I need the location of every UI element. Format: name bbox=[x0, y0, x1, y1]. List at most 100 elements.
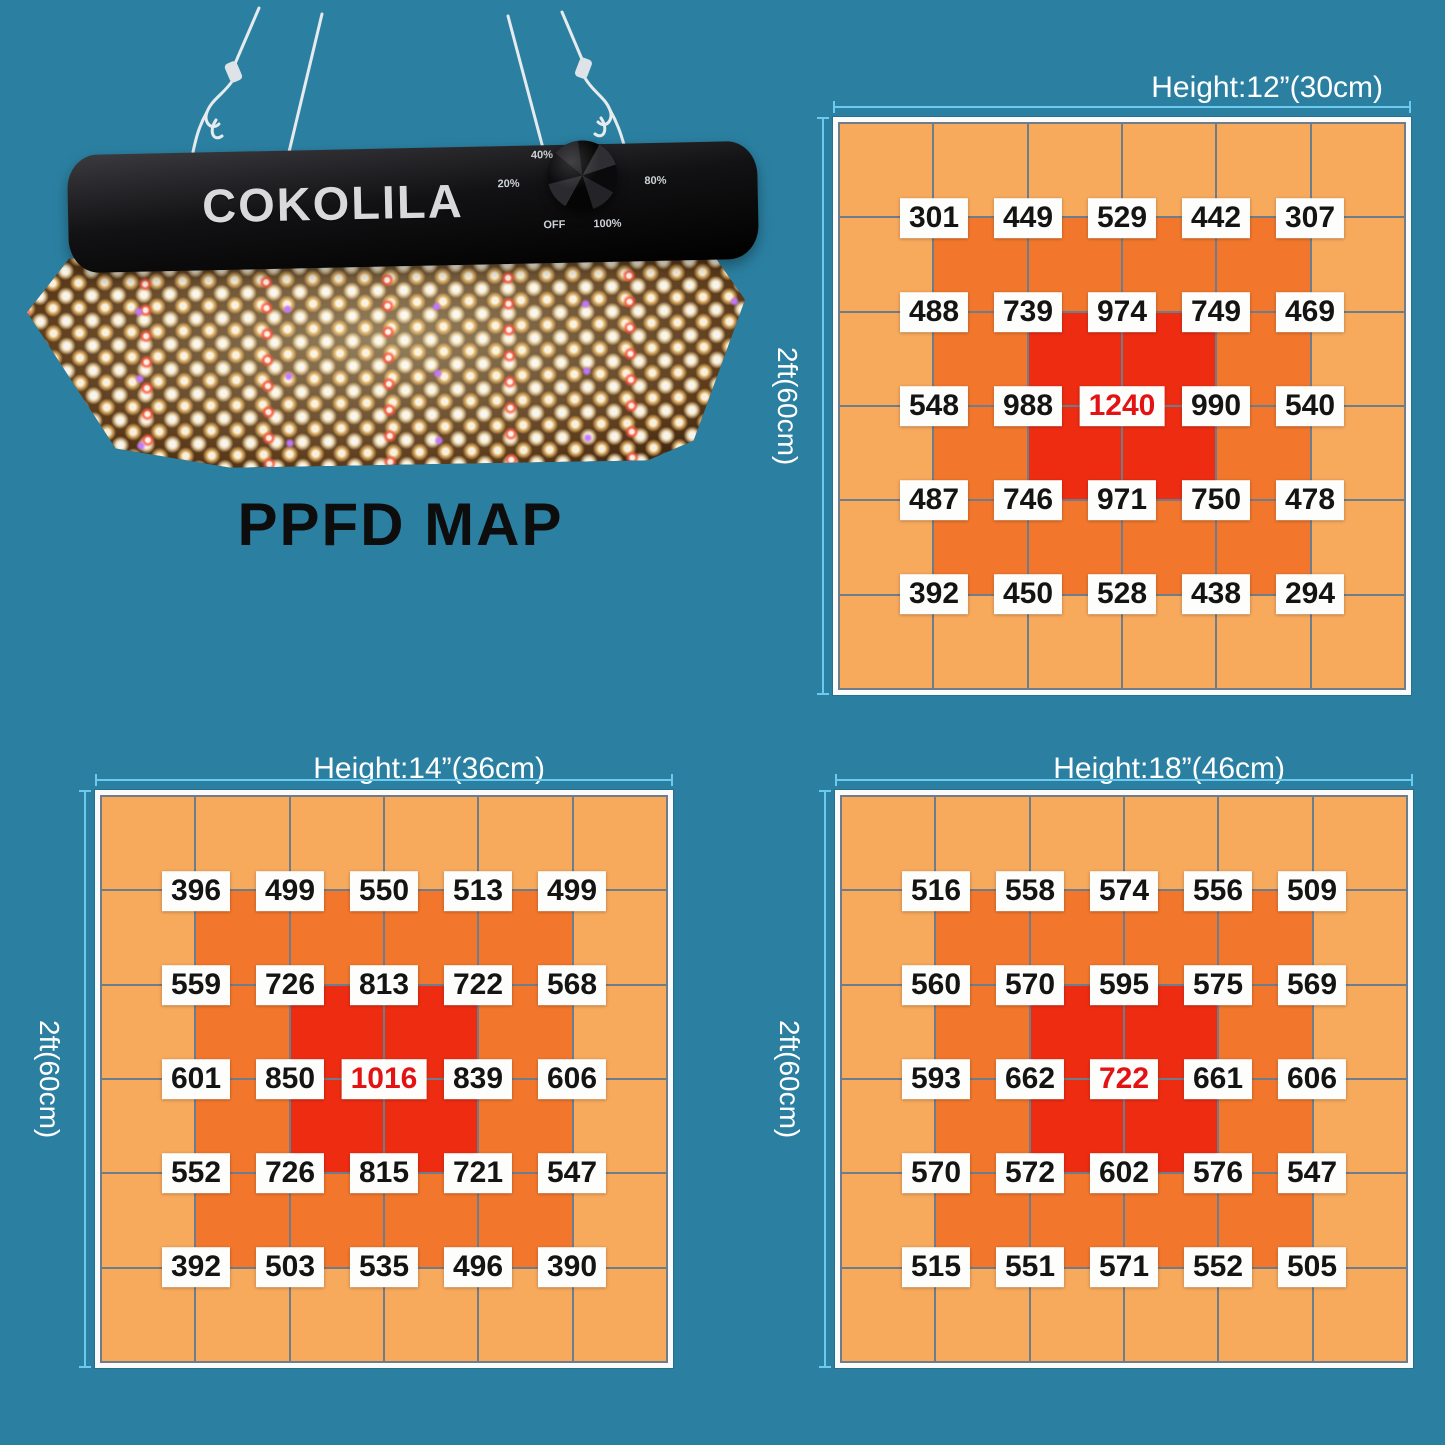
ppfd-value: 839 bbox=[443, 1059, 513, 1099]
depth-dimension-line bbox=[817, 117, 829, 695]
ppfd-value: 746 bbox=[993, 480, 1063, 520]
ppfd-value: 552 bbox=[161, 1153, 231, 1193]
ppfd-value: 661 bbox=[1183, 1059, 1253, 1099]
hook bbox=[210, 118, 224, 140]
ppfd-value: 535 bbox=[349, 1247, 419, 1287]
ppfd-value: 294 bbox=[1275, 574, 1345, 614]
knob-label-20: 20% bbox=[497, 177, 520, 191]
ppfd-value: 540 bbox=[1275, 386, 1345, 426]
ppfd-value: 559 bbox=[161, 965, 231, 1005]
ppfd-value: 496 bbox=[443, 1247, 513, 1287]
ppfd-value: 390 bbox=[537, 1247, 607, 1287]
area-depth-label-text: 2ft(60cm) bbox=[34, 1019, 65, 1139]
width-dimension-line bbox=[833, 101, 1411, 113]
ppfd-value: 602 bbox=[1089, 1153, 1159, 1193]
width-dimension-line bbox=[835, 774, 1413, 786]
ppfd-value: 570 bbox=[995, 965, 1065, 1005]
ppfd-value: 974 bbox=[1087, 292, 1157, 332]
ppfd-value: 560 bbox=[901, 965, 971, 1005]
ppfd-value: 509 bbox=[1277, 871, 1347, 911]
ppfd-value: 396 bbox=[161, 871, 231, 911]
knob-label-off: OFF bbox=[543, 218, 566, 232]
area-depth-label: 2ft(60cm) bbox=[771, 117, 803, 695]
led-panel bbox=[26, 247, 748, 471]
cable-ferrule bbox=[224, 61, 243, 83]
ppfd-value: 488 bbox=[899, 292, 969, 332]
knob-label-80: 80% bbox=[644, 174, 667, 188]
ppfd-value: 552 bbox=[1183, 1247, 1253, 1287]
depth-dimension-line bbox=[79, 790, 91, 1368]
ppfd-value: 601 bbox=[161, 1059, 231, 1099]
ppfd-value: 571 bbox=[1089, 1247, 1159, 1287]
ppfd-value: 726 bbox=[255, 965, 325, 1005]
ppfd-value: 529 bbox=[1087, 198, 1157, 238]
ppfd-value: 726 bbox=[255, 1153, 325, 1193]
ppfd-value: 593 bbox=[901, 1059, 971, 1099]
ppfd-value: 721 bbox=[443, 1153, 513, 1193]
lamp-housing: COKOLILA 40% 20% 80% OFF 100% bbox=[66, 139, 760, 274]
ppfd-value: 392 bbox=[161, 1247, 231, 1287]
ppfd-value: 575 bbox=[1183, 965, 1253, 1005]
hook bbox=[191, 110, 209, 154]
ppfd-value: 513 bbox=[443, 871, 513, 911]
ppfd-value: 568 bbox=[537, 965, 607, 1005]
ppfd-value: 548 bbox=[899, 386, 969, 426]
ppfd-value: 547 bbox=[537, 1153, 607, 1193]
ppfd-value: 528 bbox=[1087, 574, 1157, 614]
wire-loop bbox=[204, 78, 235, 129]
ppfd-value: 442 bbox=[1181, 198, 1251, 238]
ppfd-value: 574 bbox=[1089, 871, 1159, 911]
ppfd-value: 569 bbox=[1277, 965, 1347, 1005]
ppfd-value: 606 bbox=[537, 1059, 607, 1099]
ppfd-value: 662 bbox=[995, 1059, 1065, 1099]
hook bbox=[593, 116, 607, 138]
depth-dimension-line bbox=[819, 790, 831, 1368]
product-photo: COKOLILA 40% 20% 80% OFF 100% PPFD MAP bbox=[0, 0, 800, 600]
ppfd-value: 505 bbox=[1277, 1247, 1347, 1287]
ppfd-value: 392 bbox=[899, 574, 969, 614]
ppfd-value: 1240 bbox=[1079, 386, 1165, 426]
hanging-wires bbox=[191, 6, 628, 154]
cable-ferrule bbox=[574, 57, 592, 79]
area-depth-label: 2ft(60cm) bbox=[33, 790, 65, 1368]
ppfd-value: 499 bbox=[537, 871, 607, 911]
ppfd-value: 722 bbox=[1089, 1059, 1159, 1099]
ppfd-value: 487 bbox=[899, 480, 969, 520]
ppfd-value: 556 bbox=[1183, 871, 1253, 911]
wire-line bbox=[287, 12, 324, 154]
wire-line bbox=[506, 14, 546, 154]
ppfd-value: 815 bbox=[349, 1153, 419, 1193]
ppfd-value: 551 bbox=[995, 1247, 1065, 1287]
ppfd-value: 971 bbox=[1087, 480, 1157, 520]
ppfd-value: 469 bbox=[1275, 292, 1345, 332]
wire-line bbox=[232, 6, 261, 68]
area-depth-label-text: 2ft(60cm) bbox=[772, 346, 803, 466]
ppfd-value: 749 bbox=[1181, 292, 1251, 332]
brand-logo: COKOLILA bbox=[201, 173, 465, 233]
ppfd-value: 558 bbox=[995, 871, 1065, 911]
ppfd-value: 516 bbox=[901, 871, 971, 911]
ppfd-value: 1016 bbox=[341, 1059, 427, 1099]
area-depth-label-text: 2ft(60cm) bbox=[774, 1019, 805, 1139]
page-title: PPFD MAP bbox=[237, 491, 564, 558]
ppfd-value: 722 bbox=[443, 965, 513, 1005]
ppfd-value: 515 bbox=[901, 1247, 971, 1287]
width-dimension-line bbox=[95, 774, 673, 786]
wire-line bbox=[560, 10, 586, 66]
ppfd-value: 850 bbox=[255, 1059, 325, 1099]
ppfd-value: 606 bbox=[1277, 1059, 1347, 1099]
ppfd-value: 550 bbox=[349, 871, 419, 911]
ppfd-value: 750 bbox=[1181, 480, 1251, 520]
ppfd-value: 572 bbox=[995, 1153, 1065, 1193]
ppfd-value: 301 bbox=[899, 198, 969, 238]
ppfd-value: 478 bbox=[1275, 480, 1345, 520]
